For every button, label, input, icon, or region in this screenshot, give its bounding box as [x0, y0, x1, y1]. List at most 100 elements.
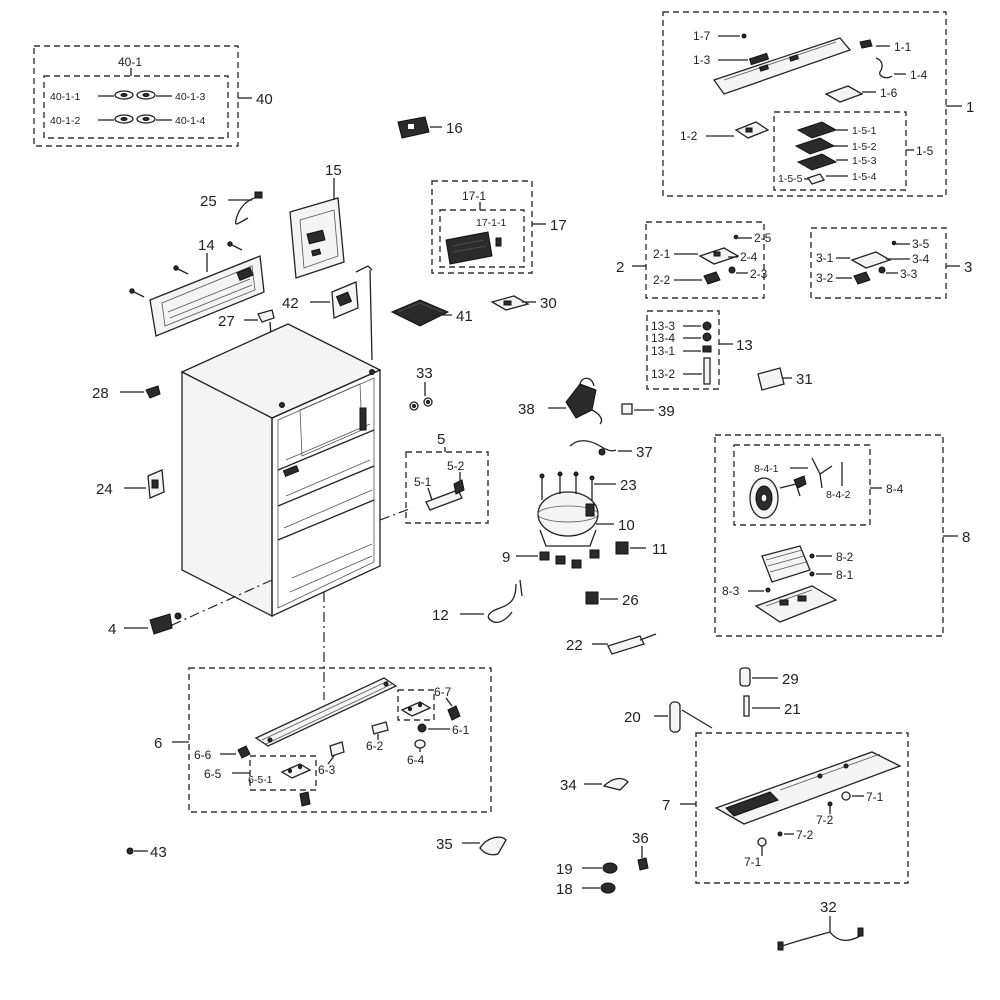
label-6-4: 6-4: [407, 753, 425, 767]
part-25-cable: 25: [200, 191, 263, 225]
label-22: 22: [566, 637, 583, 654]
part-30: 30: [490, 295, 557, 312]
label-28: 28: [92, 385, 109, 402]
label-2-3: 2-3: [750, 267, 768, 281]
part-18: 18: [556, 881, 616, 898]
label-8-4-2: 8-4-2: [826, 489, 851, 501]
part-21: 21: [743, 695, 801, 718]
label-8: 8: [962, 529, 970, 546]
label-2-2: 2-2: [653, 273, 671, 287]
label-13-3: 13-3: [651, 319, 675, 333]
label-2: 2: [616, 259, 624, 276]
group-3: 3 3-1 3-2 3-5 3-4 3-3: [810, 227, 972, 299]
label-26: 26: [622, 592, 639, 609]
group-6: 6 6-7 6-1 6-4 6-2 6-3 6-6: [154, 667, 492, 813]
part-22-drier: 22: [566, 633, 657, 655]
label-17-1: 17-1: [462, 189, 486, 203]
group-40: 40-1 40 40-1-1 40-1-3 40-1-2 40-1-4: [33, 45, 273, 147]
label-6-2: 6-2: [366, 739, 384, 753]
label-7-1-top: 7-1: [866, 790, 884, 804]
label-32: 32: [820, 899, 837, 916]
label-27: 27: [218, 313, 235, 330]
part-35-clip: 35: [436, 836, 507, 856]
label-36: 36: [632, 830, 649, 847]
label-1: 1: [966, 99, 974, 116]
label-40-1-2: 40-1-2: [50, 115, 81, 127]
label-40-1: 40-1: [118, 55, 142, 69]
part-43: 43: [126, 844, 167, 861]
label-13-4: 13-4: [651, 331, 675, 345]
label-6-5: 6-5: [204, 767, 222, 781]
label-1-7: 1-7: [693, 29, 711, 43]
part-26: 26: [585, 591, 639, 609]
part-24-cover: 24: [96, 469, 165, 499]
label-38: 38: [518, 401, 535, 418]
part-38-valve: 38: [518, 377, 603, 425]
label-6: 6: [154, 735, 162, 752]
label-40-1-4: 40-1-4: [175, 115, 206, 127]
label-23: 23: [620, 477, 637, 494]
label-14: 14: [198, 237, 215, 254]
group-1: 1 1-7 1-3 1-1 1-4 1-6 1-2 1-5-1: [662, 11, 974, 197]
label-41: 41: [456, 308, 473, 325]
part-36: 36: [632, 830, 649, 871]
label-18: 18: [556, 881, 573, 898]
label-1-5: 1-5: [916, 144, 934, 158]
part-40-1-washers: [114, 90, 156, 124]
label-5: 5: [437, 431, 445, 448]
part-41-plate: 41: [390, 299, 473, 327]
label-8-3: 8-3: [722, 584, 740, 598]
label-17-1-1: 17-1-1: [476, 217, 507, 229]
part-29: 29: [739, 667, 799, 688]
label-5-2: 5-2: [447, 459, 465, 473]
label-1-2: 1-2: [680, 129, 698, 143]
label-7-2-bottom: 7-2: [796, 828, 814, 842]
label-13-2: 13-2: [651, 367, 675, 381]
label-2-4: 2-4: [740, 250, 758, 264]
group-7: 7 7-1 7-2 7-2 7-1: [662, 732, 909, 884]
label-37: 37: [636, 444, 653, 461]
label-2-5: 2-5: [754, 231, 772, 245]
label-16: 16: [446, 120, 463, 137]
label-34: 34: [560, 777, 577, 794]
label-6-5-1: 6-5-1: [248, 774, 273, 786]
part-19: 19: [556, 861, 618, 878]
part-14-rear-panel: 14: [129, 237, 265, 337]
label-6-7: 6-7: [434, 685, 452, 699]
label-43: 43: [150, 844, 167, 861]
label-3-5: 3-5: [912, 237, 930, 251]
group-8: 8 8-4-1 8-4-2 8-4 8-2 8-1 8-3: [714, 434, 970, 637]
label-30: 30: [540, 295, 557, 312]
label-7-2-top: 7-2: [816, 813, 834, 827]
label-1-4: 1-4: [910, 68, 928, 82]
part-33-screws: 33: [409, 365, 433, 411]
label-13-1: 13-1: [651, 344, 675, 358]
label-5-1: 5-1: [414, 475, 432, 489]
label-15: 15: [325, 162, 342, 179]
part-16: 16: [397, 116, 463, 139]
label-6-1: 6-1: [452, 723, 470, 737]
part-12-tube: 12: [432, 579, 523, 624]
label-11: 11: [652, 541, 668, 558]
group-5: 5 5-2 5-1: [405, 431, 489, 524]
label-1-6: 1-6: [880, 86, 898, 100]
label-8-4: 8-4: [886, 482, 904, 496]
group-2: 2 2-1 2-2 2-5 2-4 2-3: [616, 221, 772, 299]
part-39: 39: [621, 403, 675, 420]
label-3-4: 3-4: [912, 252, 930, 266]
label-3-1: 3-1: [816, 251, 834, 265]
label-1-5-5: 1-5-5: [778, 173, 803, 185]
label-1-3: 1-3: [693, 53, 711, 67]
part-10-compressor: 10 23 9: [502, 471, 637, 569]
label-40: 40: [256, 91, 273, 108]
part-31: 31: [757, 367, 813, 391]
label-31: 31: [796, 371, 813, 388]
part-20-filter: 20: [624, 701, 713, 733]
label-40-1-1: 40-1-1: [50, 91, 81, 103]
label-40-1-3: 40-1-3: [175, 91, 206, 103]
label-29: 29: [782, 671, 799, 688]
label-33: 33: [416, 365, 433, 382]
label-7: 7: [662, 797, 670, 814]
label-1-5-2: 1-5-2: [852, 141, 877, 153]
